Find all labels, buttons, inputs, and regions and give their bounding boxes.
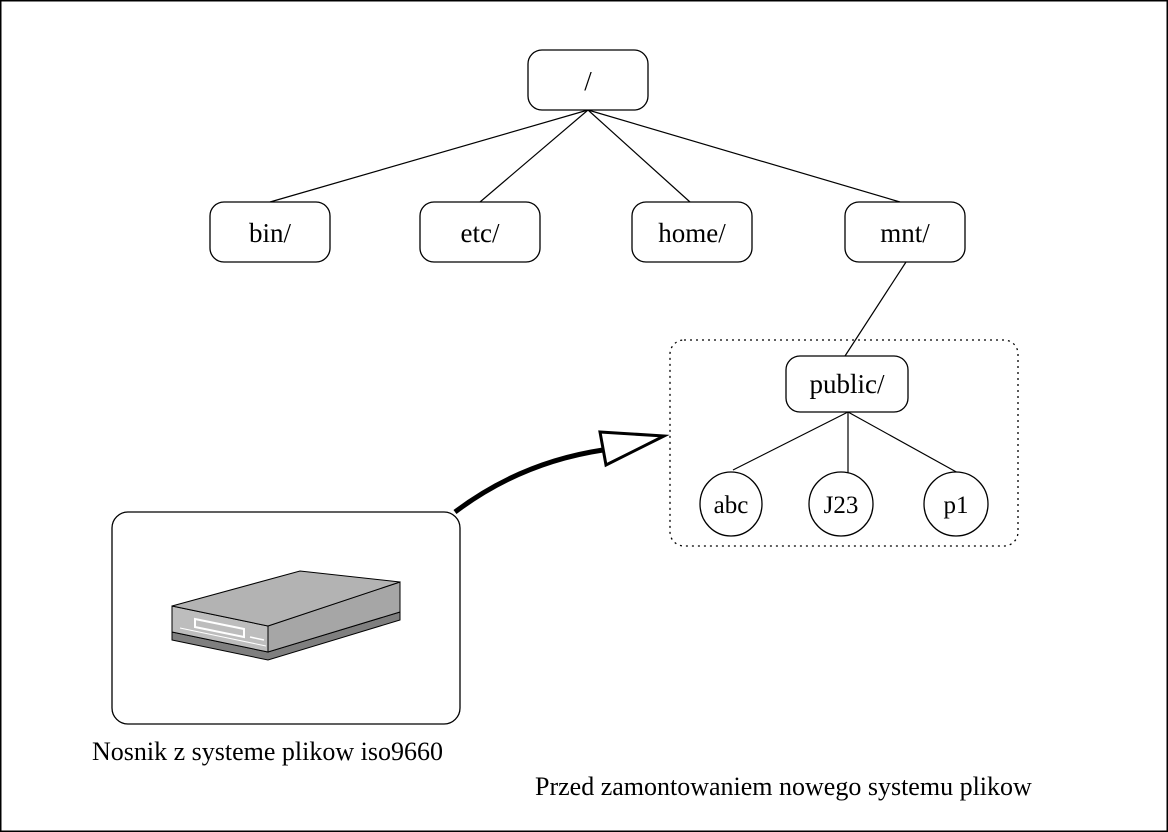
node-etc-label: etc/ <box>461 218 500 248</box>
node-home-label: home/ <box>658 218 726 248</box>
mounted-region <box>669 339 1019 547</box>
diagram-caption: Przed zamontowaniem nowego systemu pliko… <box>535 772 1032 801</box>
device-panel[interactable] <box>111 511 461 725</box>
edge-public-abc <box>732 411 849 471</box>
edge-mnt-public <box>844 261 907 357</box>
drive-line-1 <box>249 636 265 641</box>
root-edges <box>269 109 907 357</box>
node-p1[interactable]: p1 <box>923 471 989 537</box>
edge-public-p1 <box>847 411 961 475</box>
node-bin-label: bin/ <box>249 218 292 248</box>
edge-root-home <box>587 109 691 203</box>
node-etc[interactable]: etc/ <box>419 201 541 263</box>
node-j23-label: J23 <box>824 492 859 519</box>
edge-root-mnt <box>587 109 901 203</box>
node-root[interactable]: / <box>527 49 649 111</box>
public-edges <box>732 411 961 475</box>
node-home[interactable]: home/ <box>631 201 753 263</box>
drive-slot <box>194 617 245 639</box>
node-abc-label: abc <box>714 492 749 519</box>
node-j23-circle <box>808 471 874 537</box>
node-bin-box <box>209 201 331 263</box>
node-public-box <box>785 355 909 413</box>
node-root-box <box>527 49 649 111</box>
node-abc[interactable]: abc <box>699 471 763 537</box>
node-public-label: public/ <box>810 369 885 399</box>
disk-drive-icon <box>171 570 401 661</box>
node-j23[interactable]: J23 <box>808 471 874 537</box>
node-etc-box <box>419 201 541 263</box>
node-p1-label: p1 <box>944 492 969 519</box>
node-public[interactable]: public/ <box>785 355 909 413</box>
node-bin[interactable]: bin/ <box>209 201 331 263</box>
node-mnt-label: mnt/ <box>880 218 930 248</box>
mount-arrow-head <box>598 430 670 468</box>
drive-line-2 <box>179 627 267 647</box>
edge-root-bin <box>269 109 589 203</box>
node-p1-circle <box>923 471 989 537</box>
node-home-box <box>631 201 753 263</box>
node-mnt[interactable]: mnt/ <box>844 201 966 263</box>
mount-arrow-shaft <box>453 447 604 514</box>
mount-arrow <box>453 430 670 514</box>
edge-root-etc <box>479 109 589 203</box>
device-caption: Nosnik z systeme plikow iso9660 <box>92 737 443 766</box>
node-abc-circle <box>699 471 763 537</box>
drive-top <box>171 570 401 627</box>
node-mnt-box <box>844 201 966 263</box>
node-root-label: / <box>584 66 592 96</box>
